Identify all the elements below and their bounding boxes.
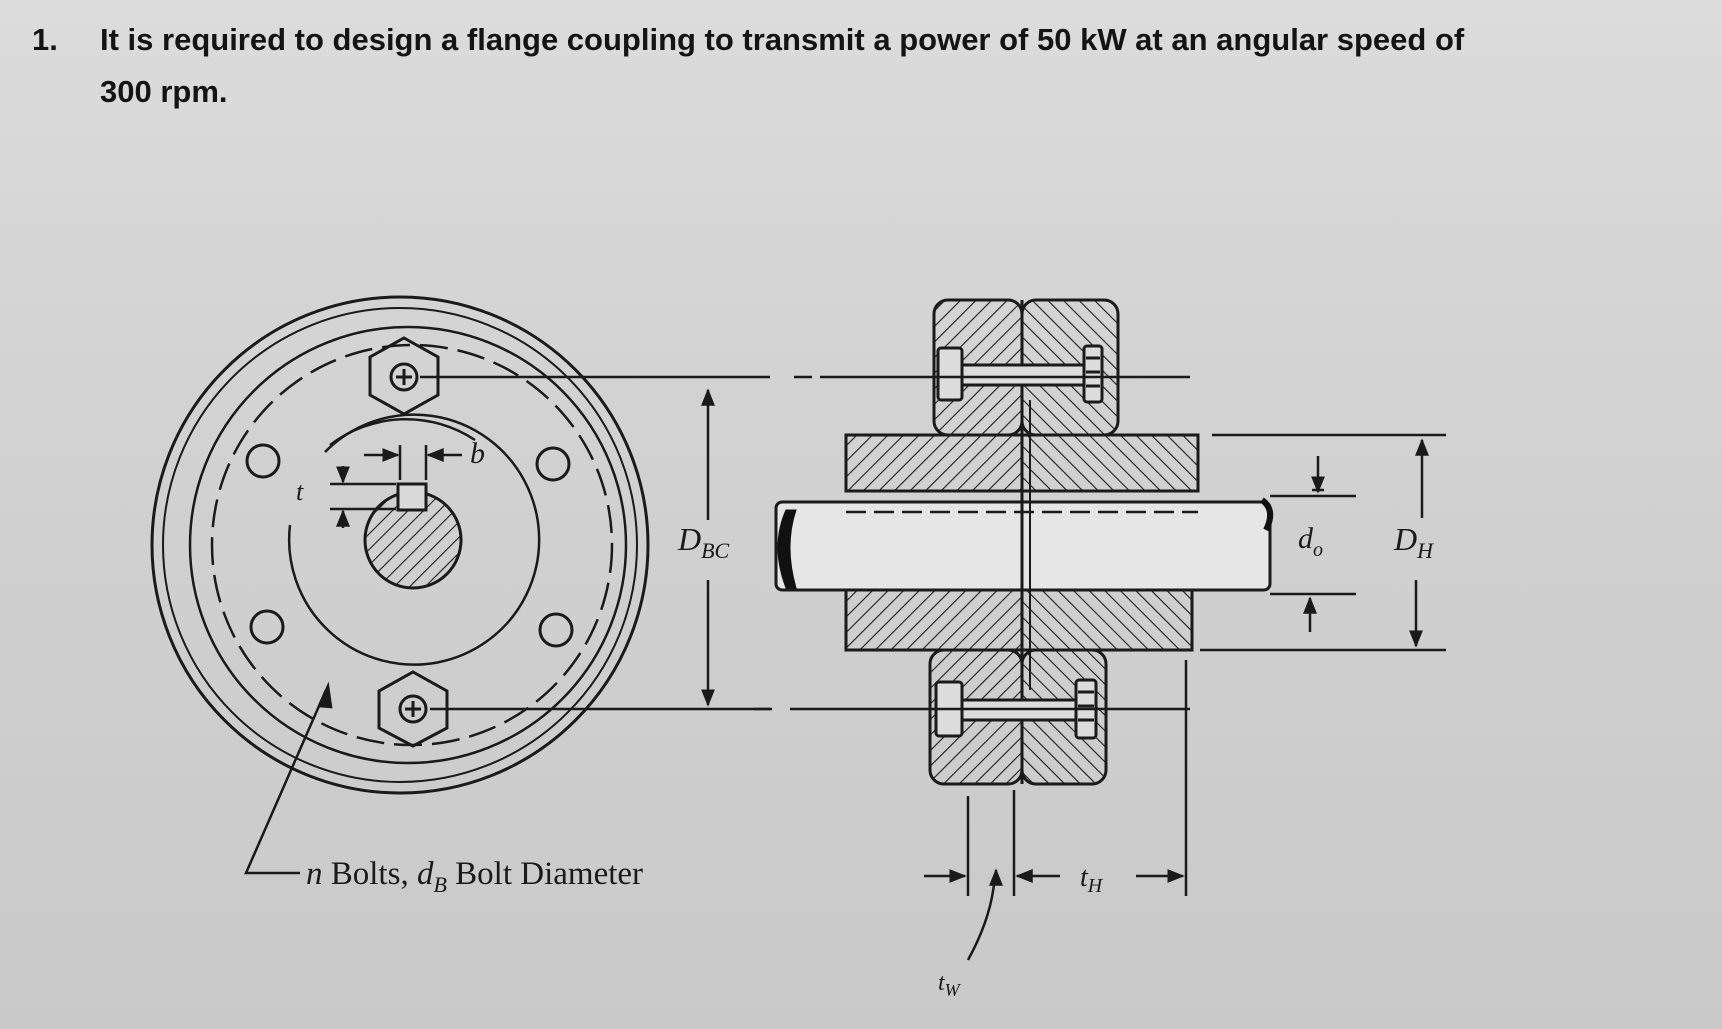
hub-top-right bbox=[1020, 433, 1200, 493]
problem-line-1: 1. It is required to design a flange coup… bbox=[32, 22, 1464, 58]
problem-number: 1. bbox=[32, 22, 58, 57]
web-thickness-label: tW bbox=[938, 970, 962, 1000]
hub-diameter-symbol: D bbox=[1393, 521, 1417, 557]
key-dimensions bbox=[330, 445, 462, 528]
hex-bolt-bottom bbox=[377, 670, 449, 748]
hub-bottom-left bbox=[844, 588, 1024, 652]
bolt-circle-symbol: D bbox=[677, 521, 701, 557]
shaft-cross-section bbox=[363, 482, 463, 590]
hex-bolt-top bbox=[368, 336, 440, 416]
side-bolt-top bbox=[936, 344, 1104, 404]
bolt-hole-lower-right bbox=[538, 612, 574, 648]
hub-top-left bbox=[844, 433, 1024, 493]
bolt-diameter-symbol: d bbox=[417, 856, 434, 892]
flange-face-circle bbox=[188, 325, 628, 765]
bolt-hole-lower-left bbox=[249, 609, 285, 645]
bolt-callout-leader bbox=[244, 681, 333, 875]
bolts-count-symbol: n bbox=[306, 856, 323, 892]
bolts-text: Bolts, bbox=[323, 856, 417, 892]
hub-diameter-dimension bbox=[1409, 438, 1429, 648]
hub-length-dimension bbox=[924, 660, 1188, 961]
key-width-label: b bbox=[470, 437, 485, 470]
bolts-callout-label: n Bolts, dB Bolt Diameter bbox=[306, 856, 643, 897]
hub-diameter-label: DH bbox=[1393, 521, 1434, 563]
web-thickness-subscript: W bbox=[945, 980, 962, 1000]
bolt-hole-upper-left bbox=[245, 443, 281, 479]
shaft-diameter-subscript: o bbox=[1313, 539, 1323, 561]
shaft-diameter-label: do bbox=[1298, 522, 1323, 561]
hub-length-symbol: t bbox=[1080, 862, 1089, 893]
side-view-section bbox=[774, 298, 1274, 786]
flange-outer-rim bbox=[150, 295, 650, 795]
key-height-label: t bbox=[296, 477, 304, 506]
problem-text-line-2: 300 rpm. bbox=[100, 74, 228, 109]
bolt-holes bbox=[245, 443, 574, 648]
side-extension-lines bbox=[790, 375, 1446, 711]
bolt-circle-subscript: BC bbox=[701, 538, 729, 563]
shaft-diameter-symbol: d bbox=[1298, 522, 1314, 555]
hub-bottom-right bbox=[1020, 588, 1194, 652]
bolt-circle-dimension bbox=[420, 375, 812, 711]
web-thickness-symbol: t bbox=[938, 970, 946, 996]
hub-length-subscript: H bbox=[1087, 875, 1104, 897]
hub-circle-arc bbox=[287, 413, 541, 666]
shaft-left-break bbox=[777, 509, 797, 589]
flange-inner-rim bbox=[162, 307, 638, 783]
hub-circle-arc-top bbox=[329, 417, 476, 446]
shaft-diameter-dimension bbox=[1303, 456, 1325, 632]
hub-diameter-subscript: H bbox=[1416, 538, 1434, 563]
keyway bbox=[396, 482, 428, 512]
bolt-circle-diameter-label: DBC bbox=[677, 521, 730, 563]
shaft-right-break bbox=[1260, 497, 1274, 532]
problem-text-line-1: It is required to design a flange coupli… bbox=[100, 22, 1465, 57]
bolts-suffix: Bolt Diameter bbox=[447, 856, 643, 892]
hub-length-label: tH bbox=[1080, 862, 1104, 897]
bolt-hole-upper-right bbox=[535, 446, 571, 482]
bolt-diameter-subscript: B bbox=[433, 872, 446, 897]
